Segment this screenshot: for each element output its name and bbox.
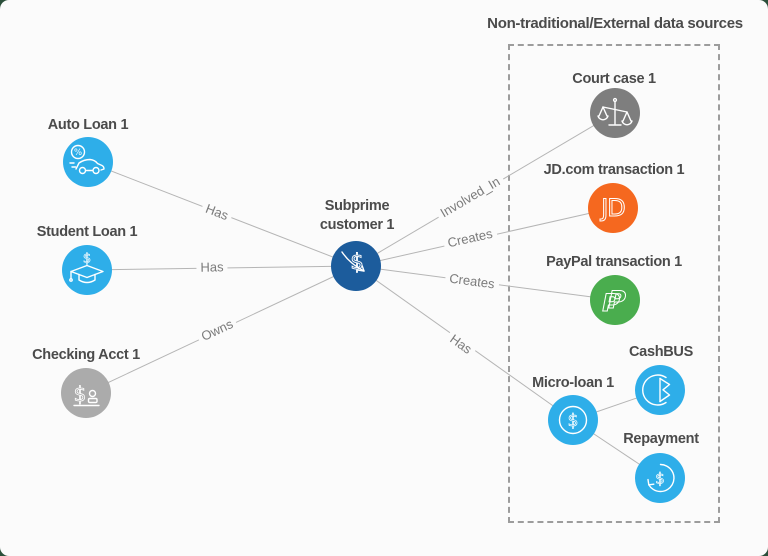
edge-label-has-student: Has [196,259,228,275]
external-sources-box [508,44,720,523]
scales-icon [597,97,633,126]
svg-text:$: $ [74,382,87,406]
node-checking-acct: $ [61,368,111,418]
jd-logo-icon: JD [599,194,627,223]
svg-text:$: $ [568,411,579,431]
node-micro-loan: $ [548,395,598,445]
node-subprime-customer: $ [331,241,381,291]
node-repayment: $ [635,453,685,503]
micro-loan-label: Micro-loan 1 [532,375,614,391]
car-percent-icon: % [69,144,105,175]
paypal-transaction-label: PayPal transaction 1 [546,254,682,270]
svg-text:$: $ [83,252,91,267]
svg-text:%: % [74,148,82,158]
node-student-loan: $ [62,245,112,295]
svg-text:P: P [608,286,626,314]
svg-text:P: P [602,289,620,317]
dollar-decline-arrow-icon: $ [341,250,365,274]
student-loan-label: Student Loan 1 [36,224,138,240]
node-auto-loan: % [63,137,113,187]
repayment-label: Repayment [623,431,699,447]
node-cashbus [635,365,685,415]
node-paypal-transaction: P P [590,275,640,325]
jd-transaction-label: JD.com transaction 1 [543,162,685,178]
svg-text:JD: JD [599,194,625,222]
checking-acct-label: Checking Acct 1 [32,347,140,363]
dollar-person-icon: $ [73,382,100,406]
graduation-cap-dollar-icon: $ [69,251,104,284]
subprime-customer-label: Subprime customer 1 [319,198,395,233]
coin-dollar-icon: $ [558,405,588,435]
auto-loan-label: Auto Loan 1 [47,117,129,133]
cashbus-logo-icon [642,374,671,406]
court-case-label: Court case 1 [572,71,656,87]
node-court-case [590,88,640,138]
external-sources-title: Non-traditional/External data sources [487,15,743,32]
svg-text:$: $ [655,470,665,488]
dollar-refresh-icon: $ [647,463,675,493]
node-jd-transaction: JD [588,183,638,233]
cashbus-label: CashBUS [629,344,693,360]
paypal-logo-icon: P P [602,286,627,318]
